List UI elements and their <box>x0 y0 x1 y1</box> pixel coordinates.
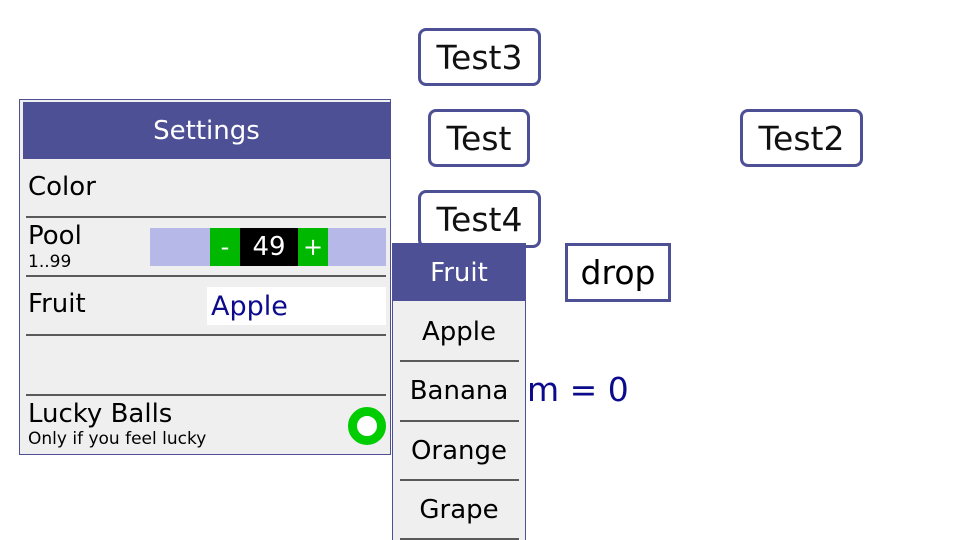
pool-row: Pool 1..99 <box>28 218 386 274</box>
pool-range: 1..99 <box>28 252 72 272</box>
color-label: Color <box>28 172 96 202</box>
test3-button[interactable]: Test3 <box>418 28 541 86</box>
empty-row <box>28 336 386 393</box>
fruit-list-title: Fruit <box>393 244 525 301</box>
m-value-label: m = 0 <box>527 370 629 409</box>
pool-label: Pool <box>28 221 82 251</box>
lucky-hint: Only if you feel lucky <box>28 429 207 449</box>
divider <box>400 420 519 422</box>
lucky-label: Lucky Balls <box>28 399 173 429</box>
pool-decrement-button[interactable]: - <box>210 228 240 266</box>
settings-panel: Settings Color Pool 1..99 - 49 + Fruit A… <box>19 99 391 455</box>
pool-stepper[interactable]: - 49 + <box>150 228 386 266</box>
lucky-toggle[interactable] <box>348 407 386 445</box>
divider <box>400 479 519 481</box>
list-item-banana[interactable]: Banana <box>409 376 509 406</box>
divider <box>400 360 519 362</box>
pool-value: 49 <box>240 228 298 266</box>
fruit-label: Fruit <box>28 289 86 319</box>
settings-title: Settings <box>23 102 390 159</box>
divider <box>26 334 386 336</box>
list-item-grape[interactable]: Grape <box>419 495 499 525</box>
fruit-row: Fruit <box>28 277 386 333</box>
color-row[interactable]: Color <box>28 160 386 215</box>
pool-increment-button[interactable]: + <box>298 228 328 266</box>
test2-button[interactable]: Test2 <box>740 109 863 167</box>
test4-button[interactable]: Test4 <box>418 190 541 248</box>
divider <box>26 394 386 396</box>
lucky-row: Lucky Balls Only if you feel lucky <box>28 396 386 454</box>
test-button[interactable]: Test <box>428 109 530 167</box>
divider <box>26 216 386 218</box>
list-item-apple[interactable]: Apple <box>421 317 496 347</box>
divider <box>26 275 386 277</box>
divider <box>400 538 519 540</box>
drop-button[interactable]: drop <box>565 243 671 302</box>
fruit-select[interactable]: Apple <box>207 287 386 325</box>
list-item-orange[interactable]: Orange <box>410 436 508 466</box>
fruit-dropdown-list: Fruit Apple Banana Orange Grape <box>392 243 526 540</box>
